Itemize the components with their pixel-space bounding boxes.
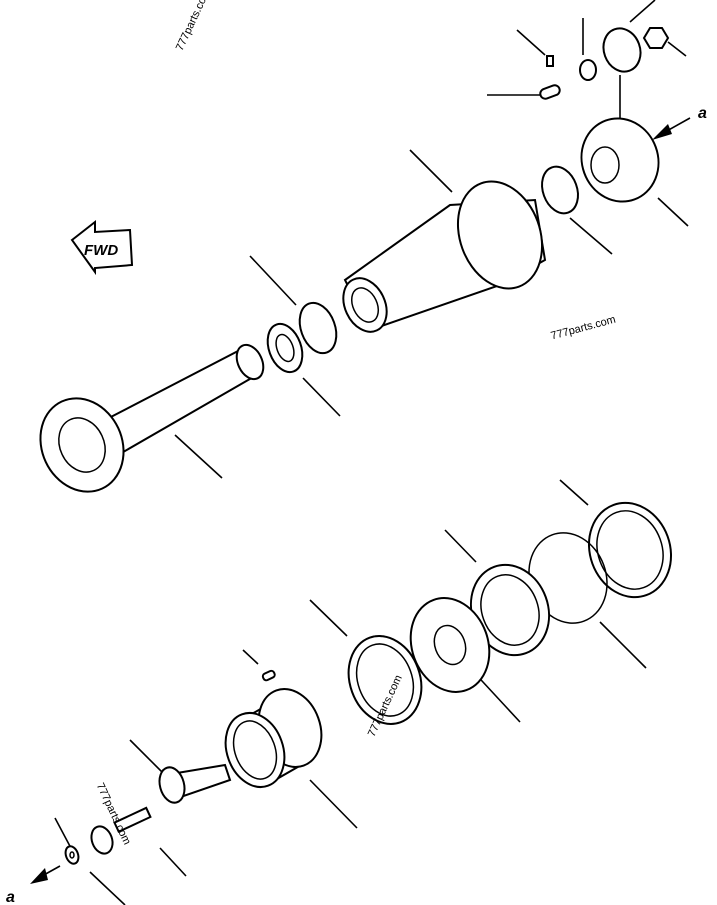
fwd-arrow: FWD bbox=[70, 219, 134, 276]
bearings-seals bbox=[266, 165, 579, 374]
sun-gear-shaft bbox=[64, 763, 232, 865]
leader-lines bbox=[54, 0, 689, 905]
callout-arrow-top: a bbox=[652, 105, 707, 140]
planetary-carrier bbox=[580, 117, 660, 203]
callout-a-bottom: a bbox=[6, 889, 15, 905]
brake-pack bbox=[347, 501, 673, 725]
axle-shaft bbox=[39, 343, 265, 493]
axle-housing bbox=[342, 180, 547, 333]
small-hardware-top bbox=[539, 27, 670, 100]
callout-a-top: a bbox=[698, 105, 707, 122]
fwd-label: FWD bbox=[84, 242, 118, 259]
ring-gear bbox=[224, 669, 323, 788]
callout-arrow-bottom: a bbox=[6, 865, 61, 905]
